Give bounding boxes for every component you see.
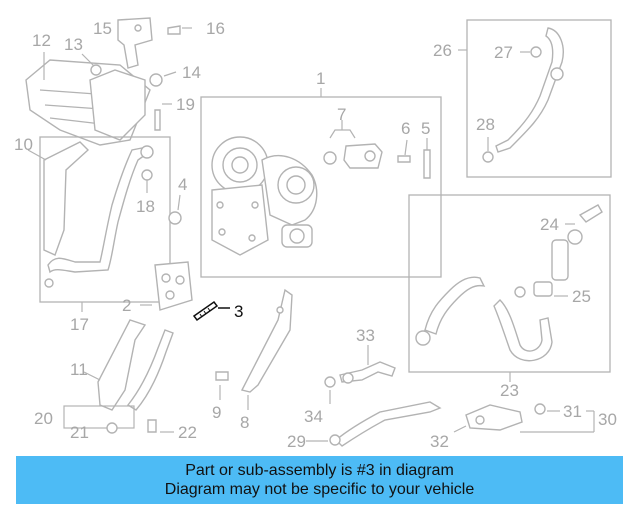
banner-line-part-number: Part or sub-assembly is #3 in diagram — [185, 462, 454, 479]
label-part-20: 20 — [34, 409, 53, 428]
bolt-part-13 — [90, 64, 102, 76]
o-ring-part-7 — [323, 151, 337, 165]
oil-line-part — [495, 27, 564, 153]
actuator-part-7 — [343, 143, 383, 169]
hose-part-25 — [493, 299, 553, 362]
turbocharger-part — [211, 136, 318, 256]
label-part-31: 31 — [563, 402, 582, 421]
info-banner: Part or sub-assembly is #3 in diagram Di… — [16, 456, 623, 504]
label-part-3: 3 — [234, 302, 243, 321]
bolt-part-6 — [397, 155, 411, 163]
label-part-19: 19 — [176, 95, 195, 114]
label-part-9: 9 — [212, 403, 221, 422]
label-part-22: 22 — [178, 423, 197, 442]
label-part-16: 16 — [206, 19, 225, 38]
label-part-13: 13 — [64, 35, 83, 54]
label-part-29: 29 — [287, 432, 306, 451]
label-part-2: 2 — [122, 296, 131, 315]
bolt-part-16 — [167, 25, 181, 35]
label-part-30: 30 — [598, 410, 617, 429]
label-part-24: 24 — [540, 215, 559, 234]
label-part-26: 26 — [433, 41, 452, 60]
label-part-17: 17 — [70, 315, 89, 334]
seal-part-18 — [141, 169, 153, 181]
label-part-28: 28 — [476, 115, 495, 134]
seal-part-21 — [106, 422, 118, 434]
heat-shield-part-10 — [43, 141, 90, 256]
label-part-23: 23 — [500, 381, 519, 400]
plug-part-4 — [168, 211, 182, 225]
label-part-8: 8 — [240, 413, 249, 432]
label-part-5: 5 — [421, 119, 430, 138]
bolt-part-9 — [215, 371, 229, 381]
seal-part-28 — [482, 151, 494, 163]
coolant-pipe-part-29 — [334, 401, 442, 447]
seal-part-34 — [324, 376, 336, 388]
label-part-34: 34 — [304, 407, 323, 426]
label-part-25: 25 — [572, 287, 591, 306]
label-part-18: 18 — [136, 197, 155, 216]
pipe-part-32 — [465, 404, 523, 431]
banjo-part-26 — [550, 67, 564, 81]
label-part-33: 33 — [356, 326, 375, 345]
bolt-part-22 — [147, 419, 157, 433]
label-part-6: 6 — [401, 119, 410, 138]
banner-line-disclaimer: Diagram may not be specific to your vehi… — [164, 481, 475, 498]
connector-part-24 — [551, 239, 569, 281]
label-part-32: 32 — [430, 432, 449, 451]
group-box-oil-line — [466, 19, 612, 178]
label-part-1: 1 — [316, 69, 325, 88]
label-part-10: 10 — [14, 135, 33, 154]
label-part-15: 15 — [93, 19, 112, 38]
coolant-pipe-part-20 — [126, 329, 174, 411]
parts-diagram: 1 2 3 4 5 6 7 8 9 10 11 12 13 14 15 16 1… — [14, 17, 617, 451]
hose-part-23 — [424, 276, 486, 335]
label-part-11: 11 — [70, 360, 88, 379]
stud-part-3 — [192, 300, 219, 322]
stud-part-19 — [154, 109, 161, 131]
part-labels: 1 2 3 4 5 6 7 8 9 10 11 12 13 14 15 16 1… — [14, 19, 617, 451]
label-part-14: 14 — [182, 63, 201, 82]
bracket-part-8 — [240, 288, 293, 393]
gasket-part-2 — [154, 261, 193, 311]
label-part-7: 7 — [337, 105, 346, 124]
label-part-4: 4 — [178, 175, 187, 194]
heat-shield-part-14 — [89, 69, 146, 141]
label-part-27: 27 — [494, 43, 513, 62]
coolant-line-part-17 — [47, 147, 146, 274]
bracket-part-15 — [117, 17, 153, 69]
gasket-part-14 — [149, 73, 163, 87]
seal-part-31 — [534, 403, 546, 415]
seal-part-27 — [530, 46, 542, 58]
label-part-21: 21 — [70, 423, 89, 442]
label-part-12: 12 — [32, 31, 51, 50]
stud-part-5 — [423, 149, 431, 179]
